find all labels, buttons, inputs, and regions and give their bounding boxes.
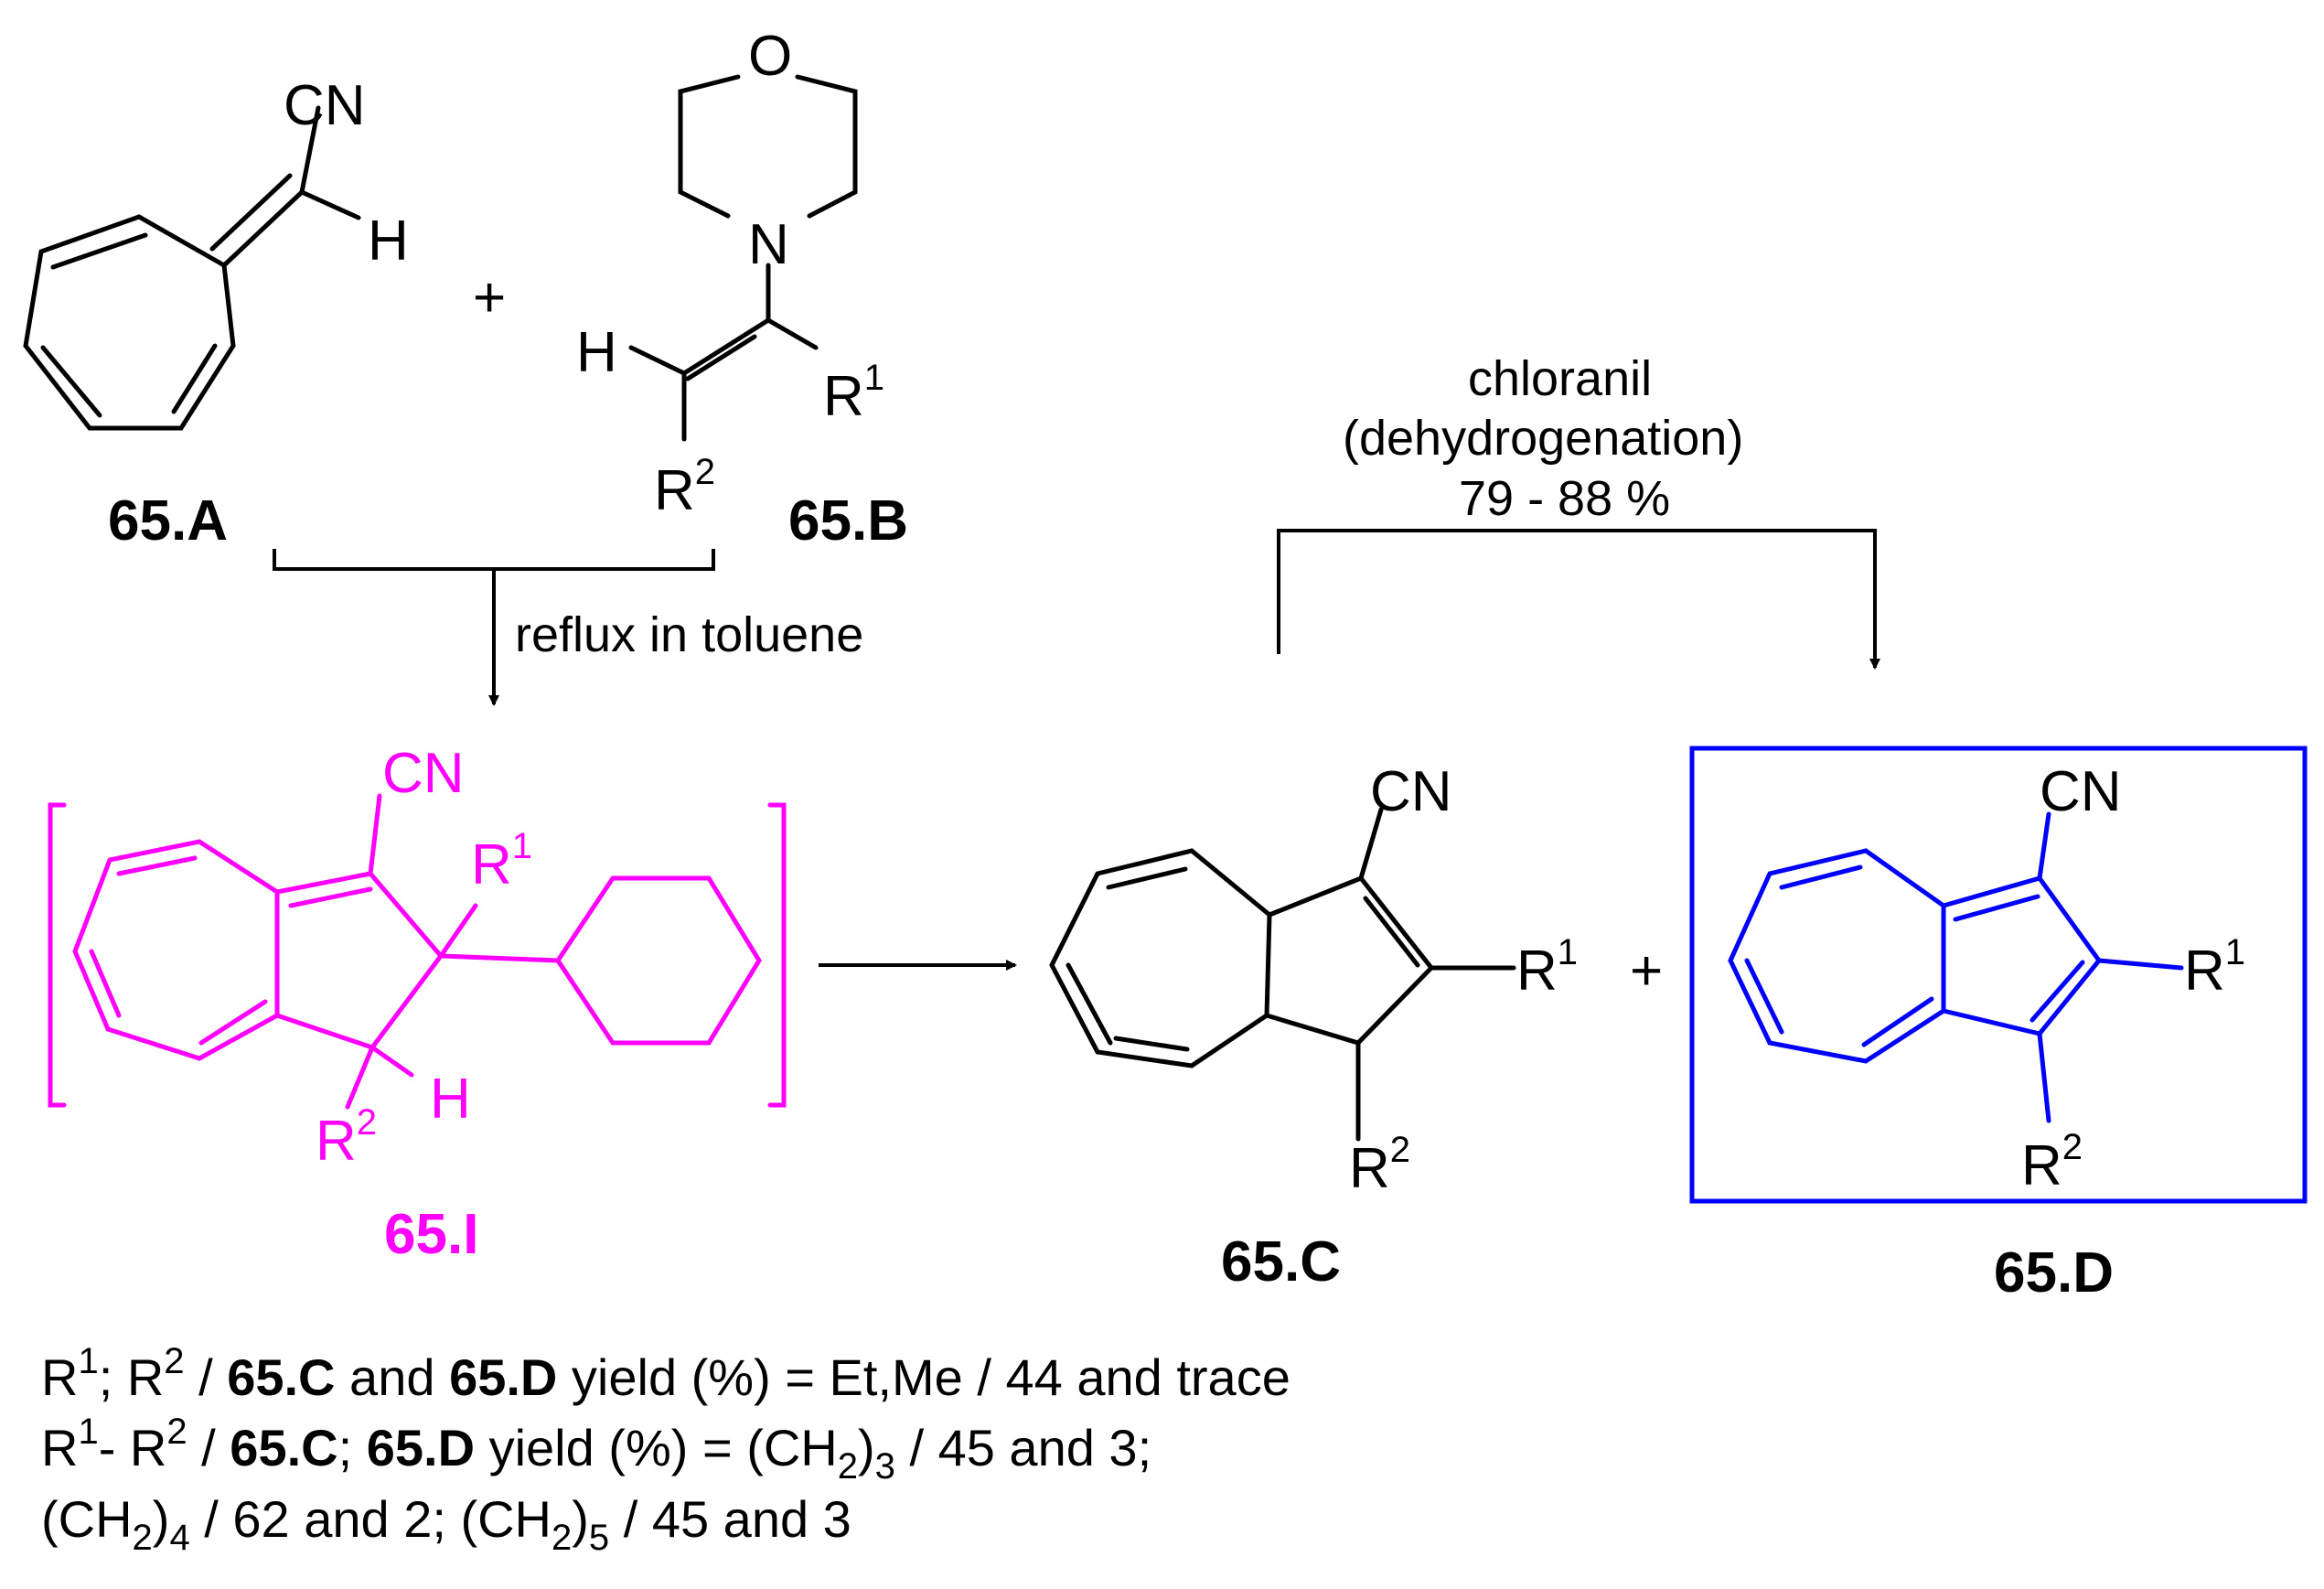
label-65I: 65.I bbox=[384, 1203, 478, 1266]
dehydrogenation-condition: (dehydrogenation) bbox=[1343, 411, 1743, 466]
b-r2-label: R2 bbox=[654, 452, 715, 522]
intermediate-65I bbox=[48, 793, 787, 1110]
reactant-connector bbox=[273, 549, 715, 706]
compound-65C bbox=[1049, 807, 1516, 1142]
a-h-label: H bbox=[368, 209, 409, 273]
dehydrogenation-connector bbox=[1277, 529, 1880, 670]
compound-65A bbox=[23, 105, 361, 431]
i-cn-label: CN bbox=[382, 742, 465, 805]
a-cn-label: CN bbox=[284, 74, 366, 137]
label-65C: 65.C bbox=[1221, 1230, 1341, 1294]
i-r2-label: R2 bbox=[316, 1102, 377, 1173]
product-highlight-box bbox=[1689, 746, 2308, 1204]
d-r2-label: R2 bbox=[2021, 1127, 2083, 1197]
i-r1-label: R1 bbox=[471, 826, 532, 896]
b-h-label: H bbox=[576, 321, 617, 384]
plus-sign-1: + bbox=[473, 266, 506, 329]
chloranil-condition: chloranil bbox=[1468, 351, 1652, 406]
compound-65B bbox=[628, 74, 858, 442]
compound-65D bbox=[1728, 811, 2184, 1123]
d-cn-label: CN bbox=[2040, 760, 2122, 823]
label-65B: 65.B bbox=[788, 489, 908, 553]
label-65D: 65.D bbox=[1994, 1241, 2114, 1304]
c-r1-label: R1 bbox=[1516, 932, 1578, 1003]
footnote-line-3: (CH2)4 / 62 and 2; (CH2)5 / 45 and 3 bbox=[41, 1490, 851, 1558]
yield-range: 79 - 88 % bbox=[1459, 471, 1670, 526]
b-o-label: O bbox=[748, 25, 792, 88]
b-r1-label: R1 bbox=[823, 358, 884, 428]
c-r2-label: R2 bbox=[1349, 1130, 1410, 1200]
c-cn-label: CN bbox=[1370, 760, 1452, 823]
d-r1-label: R1 bbox=[2184, 932, 2245, 1003]
b-n-label: N bbox=[748, 213, 789, 276]
reflux-condition: reflux in toluene bbox=[515, 607, 863, 662]
label-65A: 65.A bbox=[108, 489, 228, 553]
footnote-line-2: R1- R2 / 65.C; 65.D yield (%) = (CH2)3 /… bbox=[41, 1412, 1151, 1487]
plus-sign-2: + bbox=[1630, 939, 1663, 1003]
i-h-label: H bbox=[430, 1068, 471, 1131]
footnote-line-1: R1; R2 / 65.C and 65.D yield (%) = Et,Me… bbox=[41, 1341, 1291, 1406]
